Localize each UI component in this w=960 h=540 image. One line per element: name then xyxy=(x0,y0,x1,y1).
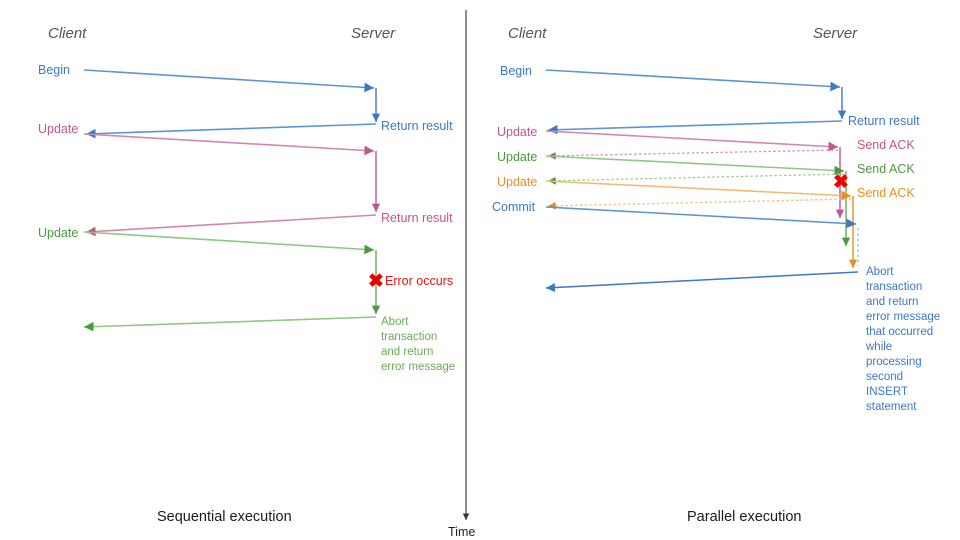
right-abort-line-5: that occurred xyxy=(866,326,933,338)
left-abort-line-4: error message xyxy=(381,361,455,373)
arrow-p-update3-request xyxy=(545,180,852,201)
right-abort-line-6: while xyxy=(865,341,892,353)
arrow-begin-request xyxy=(83,69,375,93)
arrow-abort-return xyxy=(83,316,377,332)
right-abort-line-10: statement xyxy=(866,401,917,413)
arrow-begin-return xyxy=(85,123,377,139)
left-abort-line-3: and return xyxy=(381,346,433,358)
right-msg-update-3: Update xyxy=(497,175,537,189)
arrow-p-ack1 xyxy=(547,149,839,160)
left-msg-update-2: Update xyxy=(38,226,78,240)
arrow-p-begin-return xyxy=(547,120,843,135)
right-abort-line-3: and return xyxy=(866,296,918,308)
right-lane-title-server: Server xyxy=(813,25,858,42)
left-error-x-icon: ✖ xyxy=(368,271,384,292)
right-lane-title-client: Client xyxy=(508,25,547,42)
left-lane-title-server: Server xyxy=(351,25,396,42)
right-msg-update-1: Update xyxy=(497,125,537,139)
right-msg-begin: Begin xyxy=(500,64,532,78)
right-abort-line-2: transaction xyxy=(866,281,922,293)
arrow-p-update1-request xyxy=(545,130,839,152)
left-error-label: Error occurs xyxy=(385,274,453,288)
arrow-p-update2-request xyxy=(545,155,845,176)
right-msg-ack-2: Send ACK xyxy=(857,162,915,176)
arrow-p-abort-return xyxy=(545,271,859,293)
right-msg-ack-1: Send ACK xyxy=(857,138,915,152)
right-abort-line-7: processing xyxy=(866,356,922,368)
right-msg-commit: Commit xyxy=(492,200,536,214)
left-msg-return-1: Return result xyxy=(381,119,453,133)
right-msg-update-2: Update xyxy=(497,150,537,164)
left-msg-return-2: Return result xyxy=(381,211,453,225)
right-error-x-icon: ✖ xyxy=(833,172,849,193)
right-abort-line-4: error message xyxy=(866,311,940,323)
arrow-update1-return xyxy=(85,214,377,237)
right-abort-line-8: second xyxy=(866,371,903,383)
left-abort-line-1: Abort xyxy=(381,316,409,328)
left-panel-sequential xyxy=(83,69,381,332)
left-msg-begin: Begin xyxy=(38,63,70,77)
left-abort-line-2: transaction xyxy=(381,331,437,343)
arrow-update2-request xyxy=(83,231,375,255)
arrow-p-ack2 xyxy=(547,173,845,185)
right-msg-ack-3: Send ACK xyxy=(857,186,915,200)
right-msg-return-result: Return result xyxy=(848,114,920,128)
arrow-update1-request xyxy=(83,133,375,156)
arrow-p-commit-request xyxy=(545,206,857,229)
left-lane-title-client: Client xyxy=(48,25,87,42)
right-panel-caption: Parallel execution xyxy=(687,509,801,525)
left-msg-update-1: Update xyxy=(38,122,78,136)
right-panel-parallel xyxy=(545,69,859,293)
time-axis-label: Time xyxy=(448,525,475,539)
right-abort-line-9: INSERT xyxy=(866,386,908,398)
arrow-p-ack3 xyxy=(547,198,852,210)
arrow-p-begin-request xyxy=(545,69,841,92)
left-panel-caption: Sequential execution xyxy=(157,509,292,525)
right-abort-line-1: Abort xyxy=(866,266,894,278)
